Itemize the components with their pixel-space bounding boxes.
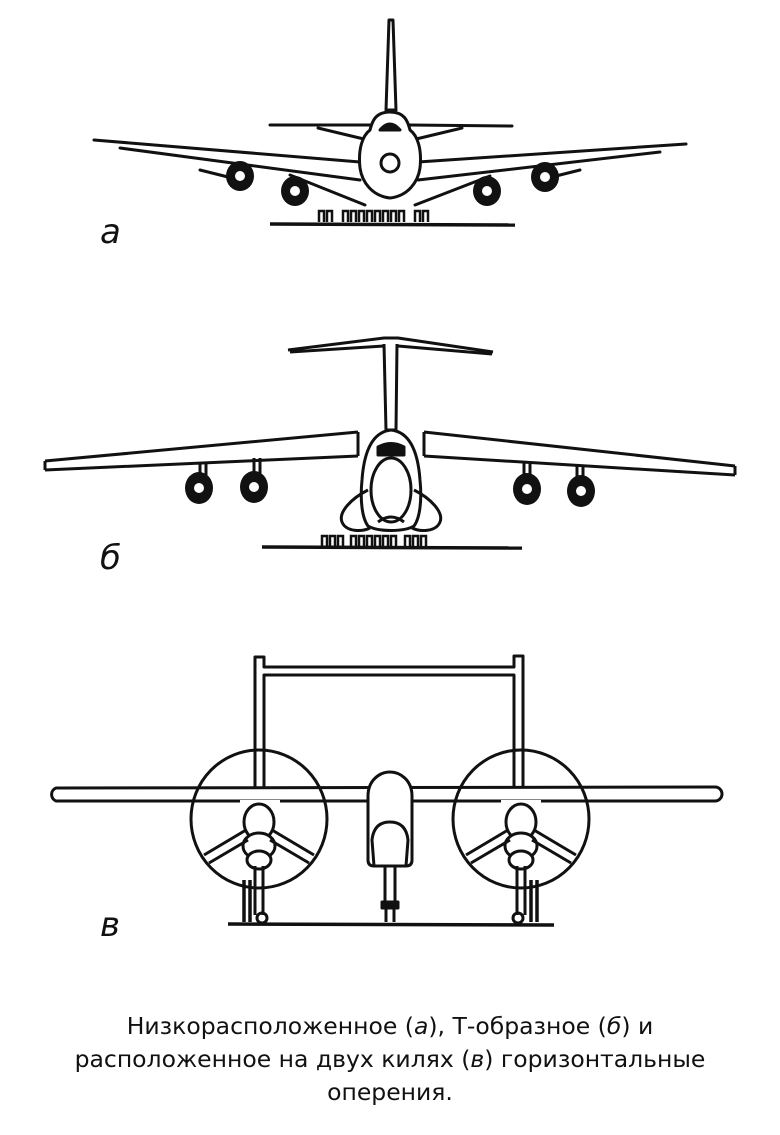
horizontal-tail-right (408, 123, 514, 128)
ground-line (261, 545, 523, 550)
caption-line-3: оперения. (327, 1078, 453, 1106)
cockpit-window (378, 122, 402, 132)
landing-gear (320, 534, 428, 546)
t-tail-horizontal (287, 336, 494, 356)
cockpit-window (376, 442, 406, 457)
figure-caption: Низкорасположенное (а), Т-образное (б) и… (0, 1010, 780, 1109)
caption-line-2: расположенное на двух килях (в) горизонт… (74, 1045, 706, 1073)
gear-pod-left (339, 488, 371, 532)
fuselage (366, 770, 414, 868)
figure-label-b: б (100, 538, 121, 578)
propeller-disc-right (451, 748, 591, 890)
fuselage (359, 428, 423, 532)
figure-label-a: а (100, 212, 121, 252)
propeller-disc-left (189, 748, 329, 890)
vertical-fin (384, 18, 398, 112)
ground-line (269, 222, 516, 227)
wing-right (423, 430, 737, 477)
engine-intake (379, 152, 401, 174)
landing-gear (317, 209, 430, 222)
t-tail-fin (382, 343, 399, 432)
ground-line (227, 922, 555, 927)
nose-section (369, 456, 413, 524)
figure-label-c: в (100, 905, 121, 945)
caption-line-1: Низкорасположенное (а), Т-образное (б) и (126, 1012, 654, 1040)
gear-pod-right (411, 488, 443, 532)
